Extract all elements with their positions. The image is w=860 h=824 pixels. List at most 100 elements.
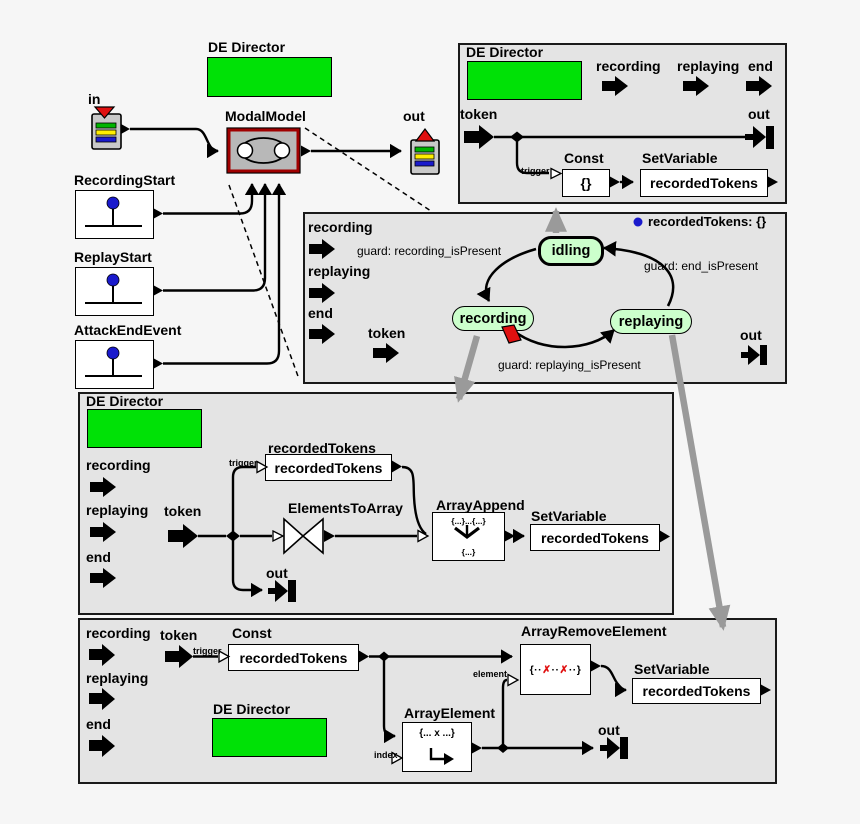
port-label-token: token — [160, 627, 198, 643]
port-label-end: end — [86, 549, 111, 565]
actor-const-replaying[interactable]: recordedTokens — [228, 644, 359, 671]
setvariable-value: recordedTokens — [541, 529, 649, 546]
director-label[interactable]: DE Director — [213, 701, 291, 717]
director-label[interactable]: DE Director — [208, 39, 286, 55]
port-label-token: token — [368, 325, 406, 341]
setvariable-title: SetVariable — [531, 508, 607, 524]
red-triangle-icon — [93, 106, 116, 119]
arrayappend-title: ArrayAppend — [436, 497, 525, 513]
port-label-replaying: replaying — [86, 670, 149, 686]
output-port-icon[interactable] — [153, 358, 163, 369]
recordingstart-label: RecordingStart — [74, 172, 176, 188]
state-label: recording — [459, 310, 527, 327]
const-value: recordedTokens — [239, 649, 348, 666]
element-port-label: element — [473, 669, 508, 679]
setvariable-title: SetVariable — [642, 150, 718, 166]
wire[interactable] — [163, 183, 260, 215]
port-label-recording: recording — [596, 58, 661, 74]
de-director-box-recording[interactable] — [87, 409, 202, 448]
port-label-recording: recording — [308, 219, 373, 235]
red-triangle-icon — [414, 128, 436, 142]
arrayappend-icon-top: {...}...{...} — [451, 516, 486, 526]
port-label-replaying: replaying — [86, 502, 149, 518]
output-port-icon[interactable] — [153, 208, 163, 219]
modalmodel-label: ModalModel — [225, 108, 306, 124]
arrayremoveelement-title: ArrayRemoveElement — [521, 623, 667, 639]
fsm-state-dot-icon — [273, 142, 291, 159]
attackendevent-label: AttackEndEvent — [74, 322, 182, 338]
guard-end-label: guard: end_isPresent — [644, 259, 759, 273]
wire[interactable] — [163, 183, 273, 292]
state-label: idling — [551, 243, 591, 259]
elementstoarray-title: ElementsToArray — [288, 500, 403, 516]
red-x-icon: ✗ — [559, 663, 569, 676]
state-label: replaying — [618, 313, 684, 330]
port-label-out: out — [598, 722, 620, 738]
const-title: Const — [564, 150, 604, 166]
wire[interactable] — [130, 127, 219, 159]
index-port-label: index — [374, 750, 398, 760]
recordedtokens-title: recordedTokens — [268, 440, 376, 456]
fsm-oval-icon — [239, 137, 288, 164]
actor-setvariable-replaying[interactable]: recordedTokens — [632, 678, 761, 704]
state-replaying[interactable]: replaying — [610, 309, 692, 334]
port-label-recording: recording — [86, 625, 151, 641]
actor-const-idling[interactable]: {} — [562, 169, 610, 197]
recordedtokens-value: recordedTokens — [274, 459, 383, 476]
are-brace-l: {·· — [529, 663, 543, 676]
modalmodel-icon[interactable] — [226, 127, 311, 174]
setvariable-value: recordedTokens — [650, 175, 758, 191]
state-recording[interactable]: recording — [452, 306, 534, 331]
arrayremoveelement-icon: {··✗··✗··} — [530, 664, 582, 676]
port-label-recording: recording — [86, 457, 151, 473]
const-value: {} — [580, 175, 592, 191]
trigger-port-label: trigger — [521, 166, 550, 176]
are-dots: ·· — [551, 663, 560, 676]
director-label[interactable]: DE Director — [86, 393, 164, 409]
arrayelement-title: ArrayElement — [404, 705, 496, 721]
trigger-port-label: trigger — [229, 458, 258, 468]
actor-attackendevent[interactable] — [75, 340, 154, 389]
de-director-box-top[interactable] — [207, 57, 332, 97]
recordedtokens-parameter[interactable]: recordedTokens: {} — [648, 214, 767, 229]
port-label-end: end — [308, 305, 333, 321]
output-port-icon[interactable] — [301, 145, 311, 157]
in-port-label: in — [88, 91, 101, 107]
const-title: Const — [232, 625, 272, 641]
actor-recordingstart[interactable] — [75, 190, 154, 239]
port-label-out: out — [266, 565, 288, 581]
guard-replaying-label: guard: replaying_isPresent — [498, 358, 641, 372]
port-label-replaying: replaying — [308, 263, 371, 279]
red-x-icon: ✗ — [542, 663, 552, 676]
actor-setvariable-recording[interactable]: recordedTokens — [530, 524, 660, 551]
port-label-token: token — [460, 106, 498, 122]
dashed-link — [304, 127, 432, 212]
actor-replaystart[interactable] — [75, 267, 154, 316]
port-label-out: out — [740, 327, 762, 343]
port-label-replaying: replaying — [677, 58, 740, 74]
guard-recording-label: guard: recording_isPresent — [357, 244, 502, 258]
fsm-state-dot-icon — [236, 142, 254, 159]
in-port-icon[interactable] — [91, 106, 130, 150]
output-port-icon[interactable] — [153, 285, 163, 296]
actor-arrayremoveelement[interactable]: {··✗··✗··} — [520, 644, 591, 695]
director-label[interactable]: DE Director — [466, 44, 544, 60]
actor-recordedtokens-const[interactable]: recordedTokens — [265, 454, 392, 481]
setvariable-title: SetVariable — [634, 661, 710, 677]
out-port-icon[interactable] — [410, 128, 440, 175]
actor-setvariable-idling[interactable]: recordedTokens — [640, 169, 768, 197]
de-director-box-idling[interactable] — [467, 61, 582, 100]
actor-arrayelement[interactable]: {... x ...} — [402, 722, 472, 772]
de-director-box-replaying[interactable] — [212, 718, 327, 757]
arrayelement-icon: {... x ...} — [419, 728, 455, 739]
arrayappend-icon-bottom: {...} — [461, 547, 476, 557]
replaystart-label: ReplayStart — [74, 249, 152, 265]
dashed-link — [228, 184, 300, 380]
actor-arrayappend[interactable]: {...}...{...} {...} — [432, 512, 505, 561]
state-idling[interactable]: idling — [538, 236, 604, 266]
port-label-end: end — [748, 58, 773, 74]
port-label-out: out — [748, 106, 770, 122]
trigger-port-label: trigger — [193, 646, 222, 656]
port-label-token: token — [164, 503, 202, 519]
